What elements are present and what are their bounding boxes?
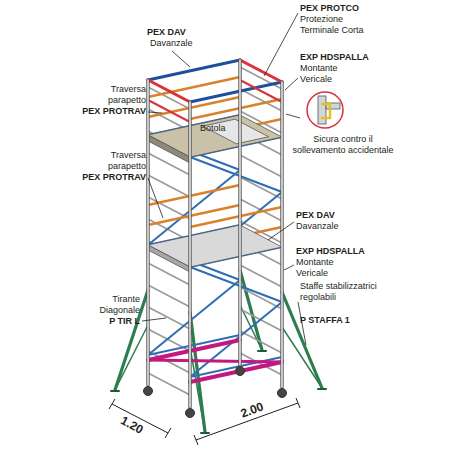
stabilizer-leg <box>282 292 322 388</box>
vertical-post <box>281 82 283 387</box>
vertical-post <box>189 102 191 407</box>
frame-rung <box>148 285 190 307</box>
diagonal-brace <box>190 157 282 192</box>
leader-lines <box>142 13 306 345</box>
part-name: Botola <box>200 123 250 134</box>
part-name: Davanzale <box>150 38 230 49</box>
part-code: EXP HDSPALLA <box>296 246 436 257</box>
wheel <box>186 409 195 418</box>
end-protection <box>240 60 282 82</box>
frame-rung <box>240 265 282 287</box>
wheel <box>278 389 287 398</box>
stabilizer-foot <box>111 390 119 392</box>
guardrail <box>148 185 240 205</box>
wheel <box>236 367 245 376</box>
part-name: Traversa parapetto <box>80 150 146 172</box>
platform-edge <box>148 245 190 272</box>
vertical-post <box>239 60 241 365</box>
end-protection <box>148 100 190 122</box>
part-name: Traversa parapetto <box>80 84 146 106</box>
vertical-post <box>280 82 283 387</box>
diagonal-brace <box>190 267 282 302</box>
stabilizer-foot <box>318 388 326 390</box>
part-name: Montante Vericale <box>300 63 360 85</box>
part-code: PEX PROTCO <box>300 3 440 14</box>
end-protection <box>240 80 282 102</box>
vertical-post <box>146 80 149 385</box>
frame-rung <box>240 177 282 199</box>
base-frame <box>148 340 240 360</box>
part-name: Tirante Diagonale <box>76 294 140 316</box>
detail-inset <box>307 92 343 128</box>
frame-rung <box>240 155 282 177</box>
stabilizer-foot <box>258 350 266 352</box>
part-name: Sicura contro il sollevamento accidental… <box>288 134 398 156</box>
part-name: Staffe stabilizzatrici regolabili <box>300 281 380 303</box>
top-rail <box>190 82 282 102</box>
part-code: P TIR L <box>50 316 140 327</box>
stabilizer-brace <box>115 325 148 390</box>
platform-edge <box>148 135 190 163</box>
part-code: PEX DAV <box>296 210 436 221</box>
frame-rung <box>148 373 190 395</box>
end-protection <box>148 80 190 102</box>
part-code: EXP HDSPALLA <box>300 52 440 63</box>
part-name: Montante Vericale <box>296 257 356 279</box>
part-code: P STAFFA 1 <box>300 315 440 326</box>
part-code: PEX DAV <box>147 27 227 38</box>
part-code: PEX PROTRAV <box>50 172 146 183</box>
vertical-post <box>188 102 191 407</box>
stabilizer-foot <box>201 432 209 434</box>
wheel <box>144 387 153 396</box>
frame-rung <box>240 287 282 309</box>
base-frame <box>148 360 282 362</box>
part-name: Protezione Terminale Corta <box>300 14 364 36</box>
vertical-post <box>238 60 241 365</box>
top-rail <box>148 60 240 80</box>
stabilizer-brace <box>282 327 322 388</box>
frame-rung <box>240 331 282 353</box>
base-frame <box>190 362 282 382</box>
dimension-lines <box>109 398 300 445</box>
part-name: Davanzale <box>296 221 436 232</box>
part-code: PEX PROTRAV <box>50 106 146 117</box>
vertical-post <box>147 80 149 385</box>
guardrail <box>190 207 282 227</box>
